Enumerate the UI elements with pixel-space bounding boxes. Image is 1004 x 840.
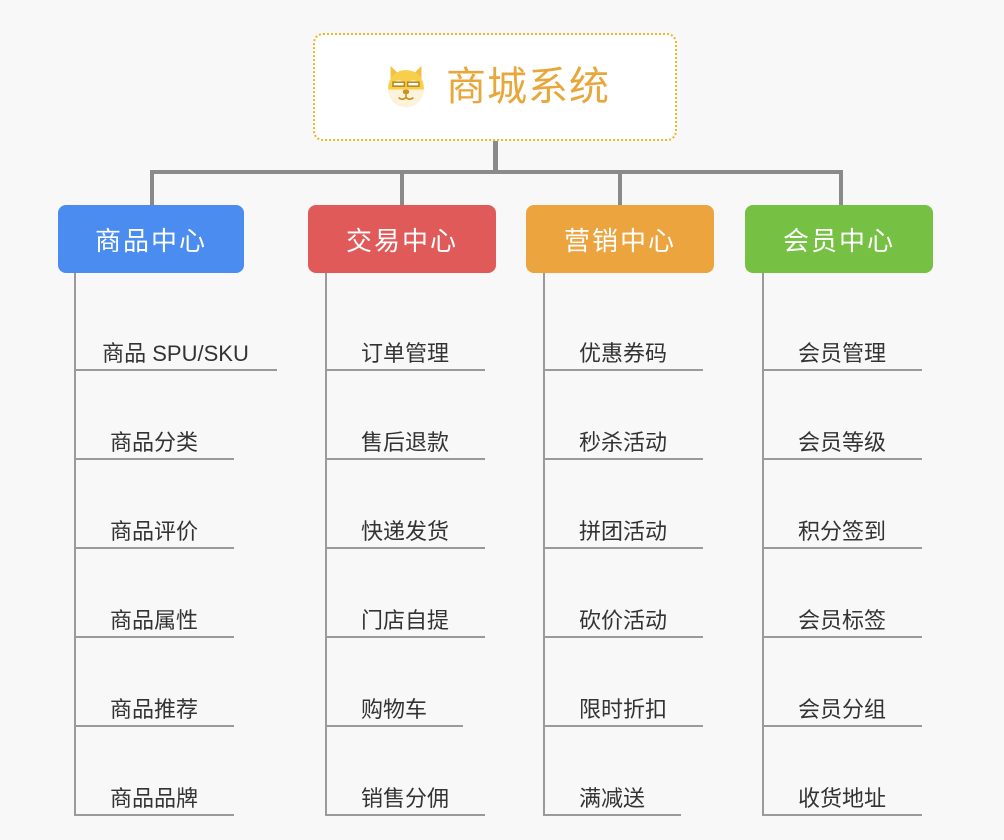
leaf-label: 会员管理 [797, 340, 886, 366]
leaf-label: 秒杀活动 [578, 429, 667, 455]
leaf-label: 门店自提 [360, 607, 449, 633]
leaf-item[interactable]: 会员标签 [762, 592, 922, 638]
leaf-label: 拼团活动 [578, 518, 667, 544]
leaf-item[interactable]: 商品分类 [74, 414, 234, 460]
connector-drop-trade-center [400, 170, 404, 206]
leaf-label: 商品属性 [109, 607, 198, 633]
leaf-label: 商品推荐 [109, 696, 198, 722]
leaf-item[interactable]: 商品推荐 [74, 681, 234, 727]
branch-spine-member-center [762, 273, 764, 816]
leaf-label: 优惠券码 [578, 340, 667, 366]
leaf-label: 会员等级 [797, 429, 886, 455]
shiba-dog-face-icon [388, 65, 424, 108]
leaf-label: 快递发货 [360, 518, 449, 544]
leaf-label: 限时折扣 [578, 696, 667, 722]
leaf-item[interactable]: 售后退款 [325, 414, 485, 460]
branch-spine-product-center [74, 273, 76, 816]
leaf-label: 砍价活动 [578, 607, 667, 633]
leaf-item[interactable]: 销售分佣 [325, 770, 485, 816]
leaf-item[interactable]: 收货地址 [762, 770, 922, 816]
leaf-item[interactable]: 商品属性 [74, 592, 234, 638]
leaf-item[interactable]: 会员管理 [762, 325, 922, 371]
branch-spine-trade-center [325, 273, 327, 816]
leaf-item[interactable]: 砍价活动 [543, 592, 703, 638]
root-node[interactable]: 商城系统 [313, 33, 677, 141]
branch-spine-marketing-center [543, 273, 545, 816]
leaf-label: 商品评价 [109, 518, 198, 544]
leaf-item[interactable]: 满减送 [543, 770, 681, 816]
connector-horizontal-bus [150, 170, 843, 174]
leaf-label: 会员标签 [797, 607, 886, 633]
leaf-label: 购物车 [360, 696, 427, 722]
leaf-item[interactable]: 会员分组 [762, 681, 922, 727]
root-title: 商城系统 [446, 65, 610, 109]
leaf-label: 销售分佣 [360, 785, 449, 811]
branch-header-product-center[interactable]: 商品中心 [58, 205, 244, 273]
leaf-label: 售后退款 [360, 429, 449, 455]
connector-drop-marketing-center [618, 170, 622, 206]
leaf-item[interactable]: 秒杀活动 [543, 414, 703, 460]
connector-drop-member-center [839, 170, 843, 206]
leaf-item[interactable]: 快递发货 [325, 503, 485, 549]
leaf-item[interactable]: 拼团活动 [543, 503, 703, 549]
leaf-label: 会员分组 [797, 696, 886, 722]
connector-root-stem [493, 141, 498, 173]
leaf-label: 商品 SPU/SKU [102, 340, 249, 366]
leaf-item[interactable]: 商品评价 [74, 503, 234, 549]
branch-header-marketing-center[interactable]: 营销中心 [526, 205, 714, 273]
leaf-label: 订单管理 [360, 340, 449, 366]
leaf-item[interactable]: 商品品牌 [74, 770, 234, 816]
leaf-label: 积分签到 [797, 518, 886, 544]
leaf-item[interactable]: 积分签到 [762, 503, 922, 549]
leaf-item[interactable]: 限时折扣 [543, 681, 703, 727]
leaf-label: 商品分类 [109, 429, 198, 455]
leaf-label: 收货地址 [797, 785, 886, 811]
leaf-item[interactable]: 会员等级 [762, 414, 922, 460]
leaf-item[interactable]: 优惠券码 [543, 325, 703, 371]
connector-drop-product-center [150, 170, 154, 206]
leaf-item[interactable]: 商品 SPU/SKU [74, 325, 277, 371]
leaf-item[interactable]: 订单管理 [325, 325, 485, 371]
leaf-item[interactable]: 门店自提 [325, 592, 485, 638]
leaf-label: 商品品牌 [109, 785, 198, 811]
leaf-item[interactable]: 购物车 [325, 681, 463, 727]
leaf-label: 满减送 [578, 785, 645, 811]
branch-header-trade-center[interactable]: 交易中心 [308, 205, 496, 273]
branch-header-member-center[interactable]: 会员中心 [745, 205, 933, 273]
